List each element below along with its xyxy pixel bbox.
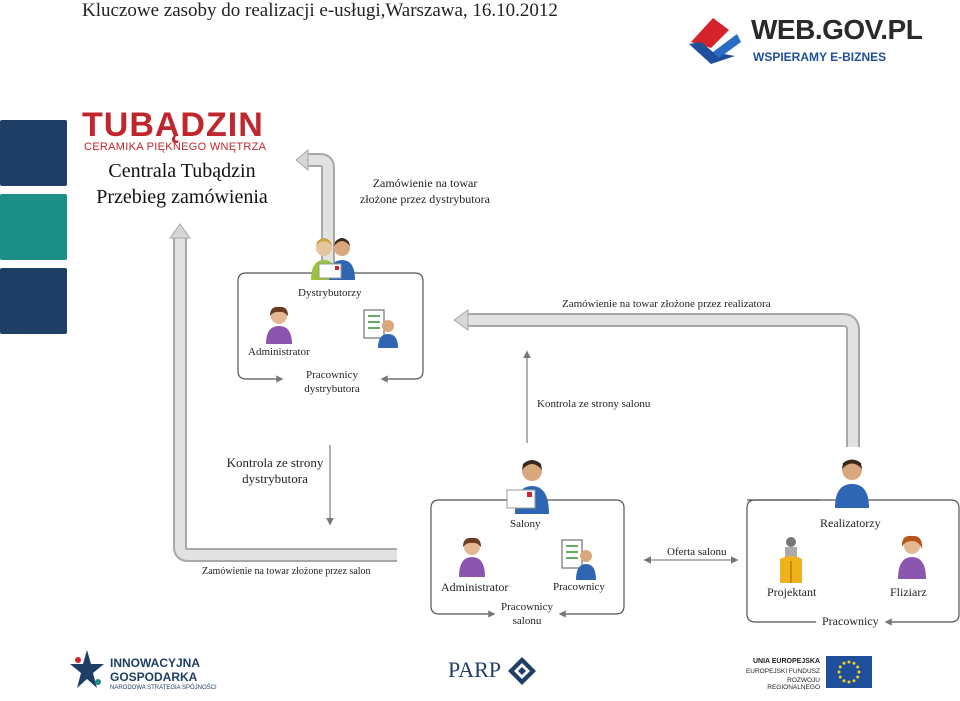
webgov-tagline: WSPIERAMY E-BIZNES bbox=[753, 50, 887, 64]
label-salon-employees-line1: Pracownicy bbox=[501, 601, 553, 613]
arrow-realizers-to-distributors bbox=[466, 313, 860, 447]
webgov-logo: WEB.GOV.PL WSPIERAMY E-BIZNES bbox=[683, 8, 933, 72]
designer-icon bbox=[780, 537, 802, 583]
label-salon-staff: Pracownicy bbox=[553, 581, 605, 593]
label-realizers: Realizatorzy bbox=[820, 516, 881, 530]
label-designer: Projektant bbox=[767, 585, 817, 599]
webgov-logo-text: WEB.GOV.PL bbox=[751, 14, 923, 45]
salon-admin-icon bbox=[459, 537, 485, 577]
logo-innowacyjna-gospodarka: INNOWACYJNA GOSPODARKA NARODOWA STRATEGI… bbox=[68, 648, 238, 698]
parp-emblem-icon bbox=[508, 657, 536, 685]
label-salon-employees-line2: salonu bbox=[512, 615, 542, 627]
label-distributor-control-line2: dystrybutora bbox=[242, 471, 308, 486]
arrowhead-salons-hq bbox=[169, 223, 191, 239]
logo-eu-fund: UNIA EUROPEJSKA EUROPEJSKI FUNDUSZ ROZWO… bbox=[740, 656, 875, 692]
diagram-heading-line1: Centrala Tubądzin bbox=[108, 160, 256, 182]
side-tile-teal bbox=[0, 194, 67, 260]
parp-logo-text: PARP bbox=[448, 657, 502, 682]
salon-staff-icon bbox=[561, 539, 596, 580]
logo3-line3: ROZWOJU REGIONALNEGO bbox=[767, 677, 820, 691]
slide-title: Kluczowe zasoby do realizacji e-usługi,W… bbox=[82, 0, 558, 21]
label-order-to-hq-line1: Zamówienie na towar bbox=[372, 176, 478, 190]
diagram-heading: Centrala Tubądzin Przebieg zamówienia bbox=[82, 158, 282, 210]
side-decoration bbox=[0, 120, 67, 335]
distributor-admin-icon bbox=[266, 306, 292, 344]
distributors-bracket bbox=[300, 272, 424, 383]
label-salon-offer: Oferta salonu bbox=[667, 546, 727, 558]
logo3-line1: UNIA EUROPEJSKA bbox=[752, 658, 820, 665]
eu-flag-icon bbox=[826, 656, 872, 688]
tubadzin-logo: TUBĄDZIN CERAMIKA PIĘKNEGO WNĘTRZA bbox=[82, 107, 282, 157]
label-order-by-realizer: Zamówienie na towar złożone przez realiz… bbox=[562, 298, 771, 310]
salons-bracket bbox=[505, 499, 625, 618]
logo1-line2: GOSPODARKA bbox=[110, 670, 198, 684]
distributors-group-icon bbox=[311, 238, 355, 280]
label-distributor-control-line1: Kontrola ze strony bbox=[226, 455, 324, 470]
distributor-staff-icon bbox=[363, 309, 398, 348]
tubadzin-logo-text: TUBĄDZIN bbox=[82, 106, 264, 144]
tubadzin-logo-tagline: CERAMIKA PIĘKNEGO WNĘTRZA bbox=[84, 141, 267, 153]
label-realizer-staff: Pracownicy bbox=[822, 614, 879, 628]
diagram-heading-line2: Przebieg zamówienia bbox=[96, 186, 268, 208]
logo1-line1: INNOWACYJNA bbox=[110, 656, 201, 670]
realizers-manager-icon bbox=[835, 459, 869, 508]
arrowhead-hq bbox=[295, 148, 309, 172]
logo3-line2: EUROPEJSKI FUNDUSZ bbox=[745, 668, 820, 675]
label-salon-employees: Pracownicy salonu bbox=[487, 600, 567, 628]
label-distributor-control: Kontrola ze strony dystrybutora bbox=[205, 455, 345, 487]
salons-manager-icon bbox=[506, 460, 549, 514]
label-order-by-salon: Zamówienie na towar złożone przez salon bbox=[202, 566, 371, 577]
label-salons: Salony bbox=[510, 518, 541, 530]
label-salon-admin: Administrator bbox=[441, 580, 509, 594]
label-order-to-hq: Zamówienie na towar złożone przez dystry… bbox=[340, 175, 510, 207]
label-order-to-hq-line2: złożone przez dystrybutora bbox=[360, 192, 490, 206]
label-distributor-staff-line2: dystrybutora bbox=[304, 383, 360, 395]
realizers-bracket bbox=[747, 499, 960, 626]
webgov-emblem-icon bbox=[689, 18, 741, 64]
label-distributor-staff: Pracownicy dystrybutora bbox=[292, 368, 372, 396]
arrowhead-distributors bbox=[453, 309, 469, 331]
label-distributor-admin: Administrator bbox=[248, 346, 310, 358]
label-salon-control: Kontrola ze strony salonu bbox=[537, 398, 651, 410]
label-tiler: Fliziarz bbox=[890, 585, 927, 599]
label-distributor-staff-line1: Pracownicy bbox=[306, 369, 358, 381]
side-tile-navy-bottom bbox=[0, 268, 67, 334]
logo-parp: PARP bbox=[448, 655, 540, 689]
innovation-star-icon bbox=[70, 650, 104, 688]
side-tile-navy-top bbox=[0, 120, 67, 186]
logo1-line3: NARODOWA STRATEGIA SPÓJNOŚCI bbox=[110, 685, 217, 691]
tiler-icon bbox=[898, 535, 926, 579]
label-distributors: Dystrybutorzy bbox=[298, 287, 362, 299]
